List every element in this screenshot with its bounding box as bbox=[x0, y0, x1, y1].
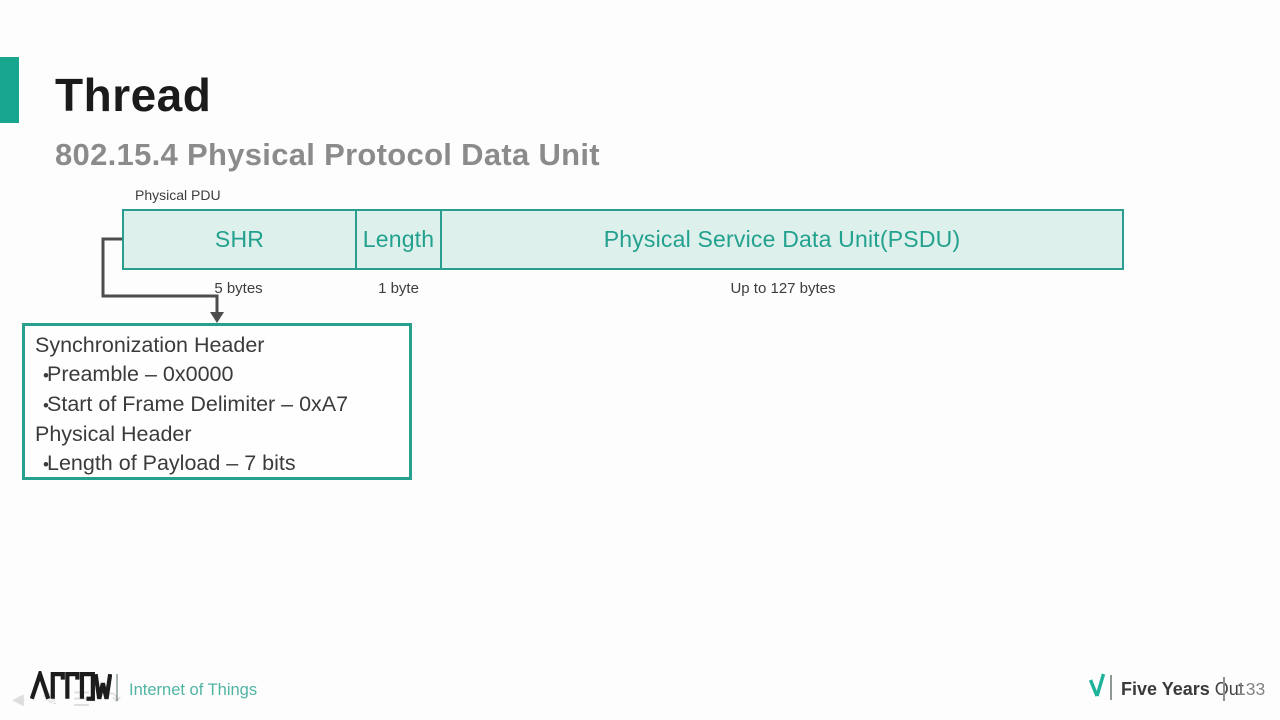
callout-heading: Physical Header bbox=[25, 420, 409, 449]
callout-text: Physical Header bbox=[35, 422, 192, 446]
title-accent-bar bbox=[0, 57, 19, 123]
menu-lines-icon[interactable]: ☰ bbox=[72, 689, 91, 711]
size-label-shr: 5 bytes bbox=[214, 280, 263, 297]
callout-text: Preamble – 0x0000 bbox=[47, 362, 234, 386]
slide-subtitle: 802.15.4 Physical Protocol Data Unit bbox=[55, 137, 600, 172]
callout-text: Start of Frame Delimiter – 0xA7 bbox=[47, 392, 349, 416]
callout-bullet-item: •Start of Frame Delimiter – 0xA7 bbox=[25, 390, 409, 420]
callout-bullet-item: •Length of Payload – 7 bits bbox=[25, 449, 409, 479]
footer-divider bbox=[116, 674, 118, 701]
footer-tagline: Internet of Things bbox=[129, 681, 258, 699]
pdu-cell-length: Length bbox=[357, 211, 442, 268]
pdu-table-caption: Physical PDU bbox=[135, 187, 221, 203]
footer-divider bbox=[1223, 677, 1225, 701]
bullet-glyph: • bbox=[43, 455, 49, 474]
size-label-length: 1 byte bbox=[378, 280, 419, 297]
footer-motto: Five Years Out bbox=[1121, 679, 1244, 700]
pdu-size-row: 5 bytes 1 byte Up to 127 bytes bbox=[122, 280, 1124, 297]
size-label-psdu: Up to 127 bytes bbox=[730, 280, 836, 297]
pdu-cell-psdu: Physical Service Data Unit(PSDU) bbox=[603, 226, 961, 252]
footer-divider bbox=[1110, 675, 1112, 700]
pdu-table: SHR Length Physical Service Data Unit(PS… bbox=[122, 209, 1124, 270]
motto-regular: Out bbox=[1214, 679, 1244, 699]
callout-bullet-item: •Preamble – 0x0000 bbox=[25, 360, 409, 390]
callout-heading: Synchronization Header bbox=[25, 331, 409, 360]
motto-bold: Five Years bbox=[1121, 679, 1210, 699]
callout-text: Length of Payload – 7 bits bbox=[47, 451, 296, 475]
bullet-glyph: • bbox=[43, 396, 49, 415]
bullet-glyph: • bbox=[43, 366, 49, 385]
ghost-toolbar: ◄ ✎ ☰ ↷ bbox=[8, 689, 121, 711]
five-years-out-icon bbox=[1088, 673, 1106, 697]
pdu-cell-shr: SHR bbox=[124, 211, 357, 268]
callout-text: Synchronization Header bbox=[35, 333, 265, 357]
slide-title: Thread bbox=[55, 69, 212, 121]
arrow-logo bbox=[30, 671, 112, 701]
shr-callout-box: Synchronization Header •Preamble – 0x000… bbox=[22, 323, 412, 480]
redo-arrow-icon[interactable]: ↷ bbox=[104, 689, 122, 711]
page-number: 133 bbox=[1236, 679, 1266, 699]
back-arrow-icon[interactable]: ◄ bbox=[8, 689, 28, 711]
pen-icon[interactable]: ✎ bbox=[41, 689, 59, 711]
